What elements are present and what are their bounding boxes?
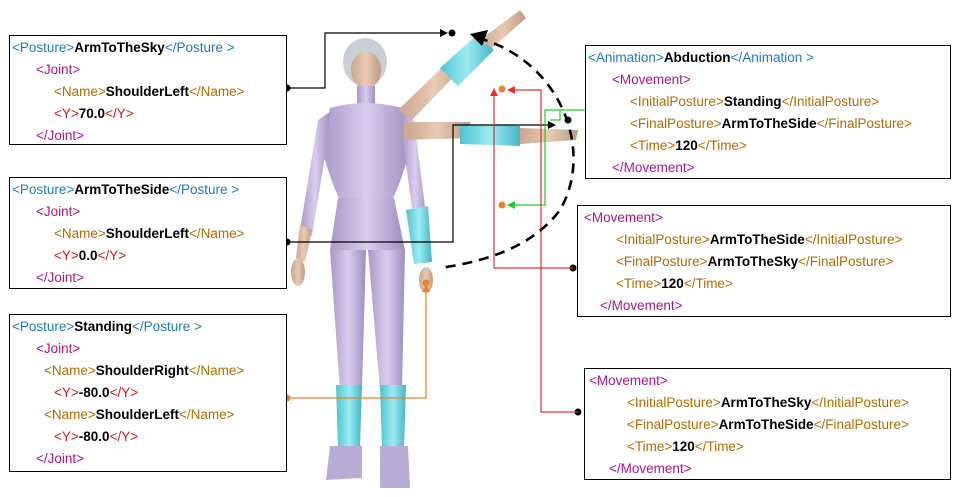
avatar-left-leg — [368, 250, 405, 390]
avatar-right-arm — [300, 112, 330, 236]
avatar-face — [351, 51, 381, 89]
connector-movement-2 — [490, 88, 577, 272]
movement-box-side-to-sky: <Movement> <InitialPosture>ArmToTheSide<… — [577, 205, 951, 317]
posture-box-arm-to-the-side: <Posture>ArmToTheSide</Posture > <Joint>… — [9, 177, 287, 289]
movement-box-sky-to-side: <Movement> <InitialPosture>ArmToTheSky</… — [584, 368, 951, 480]
avatar-right-leg — [330, 250, 366, 390]
posture-box-standing: <Posture>Standing</Posture > <Joint> <Na… — [9, 314, 287, 472]
posture-box-arm-to-the-sky: <Posture>ArmToTheSky</Posture > <Joint> … — [9, 35, 287, 145]
avatar-torso — [322, 103, 410, 200]
avatar-figure — [291, 10, 578, 488]
animation-box-abduction: <Animation>Abduction</Animation > <Movem… — [585, 45, 951, 179]
